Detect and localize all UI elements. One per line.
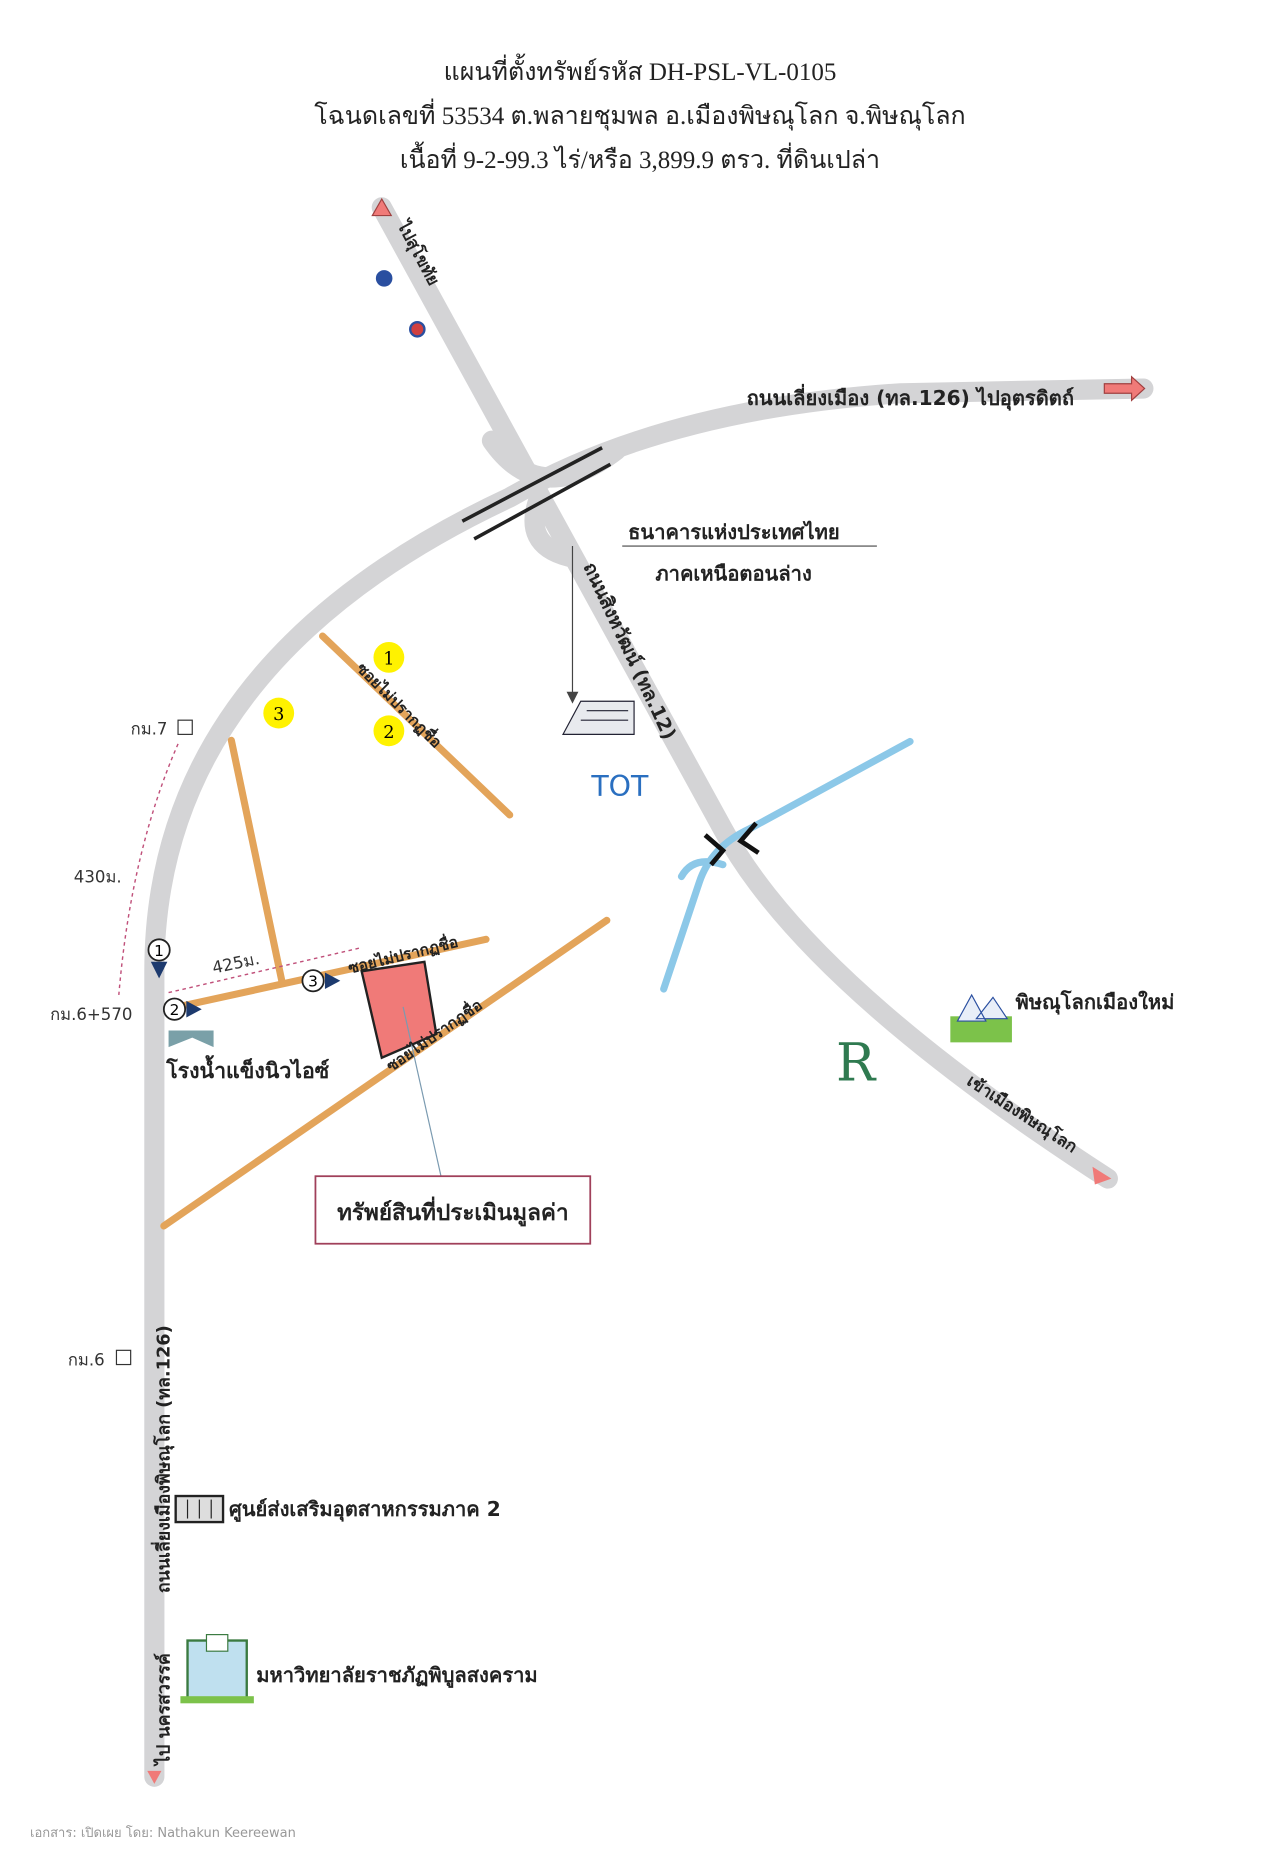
bank-label-1: ธนาคารแห่งประเทศไทย [628,520,839,544]
pin-3: 3 [301,969,341,993]
r-logo-icon: R [836,1033,877,1093]
house-icon [950,993,1012,1043]
footer-note: เอกสาร: เปิดเผย โดย: Nathakun Keereewan [30,1826,296,1841]
industry-building-icon [174,1494,225,1524]
pin-1: 1 [147,938,171,979]
university-icon [180,1634,254,1704]
svg-text:1: 1 [383,650,394,670]
km6-570-label: กม.6+570 [50,1005,132,1024]
pin-2: 2 [162,997,202,1021]
soi-vertical [227,736,286,987]
svg-text:3: 3 [273,705,284,725]
km-post-icon [115,719,193,1366]
overpass-icon [461,446,612,541]
svg-text:3: 3 [308,973,318,991]
factory-icon [168,1030,214,1048]
road-singhawat-12 [371,197,1118,1189]
arrow-up-icon [371,197,393,217]
ice-factory-label: โรงน้ำแข็งนิวไอซ์ [165,1054,329,1084]
property-parcel [360,960,438,1060]
new-city-label: พิษณุโลกเมืองใหม่ [1015,989,1174,1015]
gas-station-icon-2 [409,320,426,338]
bank-label-2: ภาคเหนือตอนล่าง [655,561,811,585]
tot-logo: TOT [590,770,649,803]
property-leader [402,1006,442,1177]
marker-2: 2 [373,715,405,747]
km7-label: กม.7 [131,719,168,738]
svg-text:2: 2 [383,723,394,743]
property-label-box [314,1175,592,1245]
bridge-icon [703,821,760,867]
arrow-down-right-icon [1092,1166,1112,1185]
deed-info: โฉนดเลขที่ 53534 ต.พลายชุมพล อ.เมืองพิษณ… [314,103,966,130]
soi-north [319,632,514,819]
property-label: ทรัพย์สินที่ประเมินมูลค่า [337,1196,569,1227]
km6-label: กม.6 [68,1351,105,1370]
distance-430-line [118,743,179,996]
arrow-down-icon [147,1770,162,1784]
industry-center-label: ศูนย์ส่งเสริมอุตสาหกรรมภาค 2 [229,1497,501,1523]
map-title: แผนที่ตั้งทรัพย์รหัส DH-PSL-VL-0105 [443,59,837,86]
university-label: มหาวิทยาลัยราชภัฏพิบูลสงคราม [256,1663,538,1689]
to-city-label: เข้าเมืองพิษณุโลก [963,1070,1081,1157]
marker-3: 3 [263,697,295,729]
svg-text:2: 2 [170,1001,180,1019]
arrow-right-icon [1103,375,1146,402]
bypass-uttaradit-label: ถนนเลี่ยงเมือง (ทล.126) ไปอุตรดิตถ์ [747,383,1074,411]
distance-425-line [168,946,362,994]
office-building-icon [562,700,635,735]
to-nakhonsawan-label: ไป นครสวรรค์ [153,1653,175,1767]
soi-3 [174,935,490,1011]
area-info: เนื้อที่ 9-2-99.3 ไร่/หรือ 3,899.9 ตรว. … [399,147,881,174]
marker-1: 1 [373,641,405,673]
distance-430: 430ม. [74,867,122,886]
svg-text:1: 1 [154,942,164,960]
gas-station-icon [375,270,393,287]
soi-south [160,916,611,1230]
bypass-phitsanulok-label: ถนนเลี่ยงเมืองพิษณุโลก (ทล.126) [151,1325,175,1593]
